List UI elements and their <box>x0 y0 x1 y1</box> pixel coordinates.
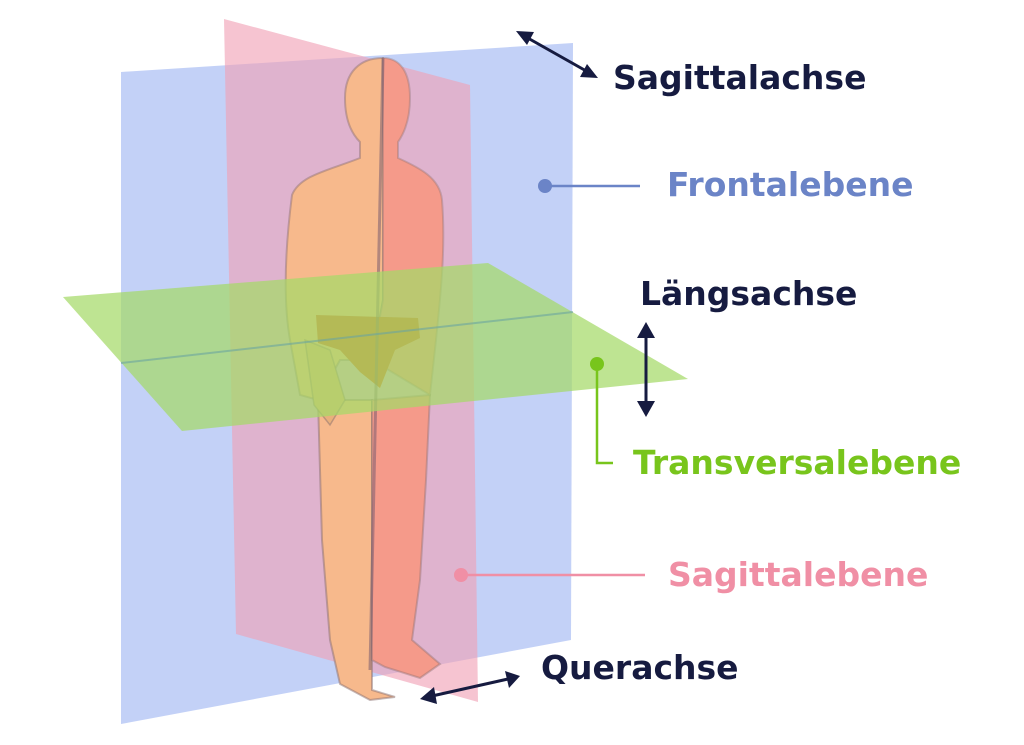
frontal-plane-leader <box>538 179 640 193</box>
label-transversalebene: Transversalebene <box>633 443 962 482</box>
sagittal-axis-arrow <box>516 31 598 78</box>
transversal-plane <box>63 263 688 431</box>
transversal-plane-leader <box>590 357 613 465</box>
longitudinal-axis-arrow <box>637 322 655 417</box>
label-querachse: Querachse <box>541 648 739 687</box>
label-sagittalebene: Sagittalebene <box>668 555 929 594</box>
transverse-axis-arrow <box>420 671 520 704</box>
label-frontalebene: Frontalebene <box>667 165 914 204</box>
label-sagittalachse: Sagittalachse <box>613 58 867 97</box>
transversal-plane-fold <box>120 311 574 364</box>
sagittal-plane-leader <box>454 568 645 582</box>
figure-leg-right <box>371 393 442 680</box>
label-laengsachse: Längsachse <box>640 274 858 313</box>
